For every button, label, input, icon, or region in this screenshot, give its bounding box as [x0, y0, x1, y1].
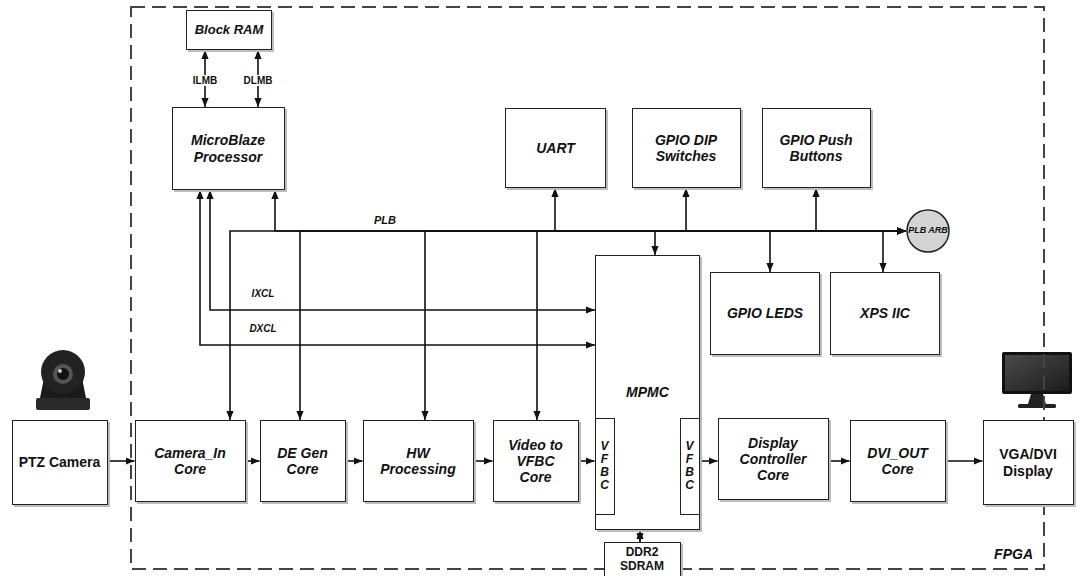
core-box: Display Controller Core	[718, 418, 829, 500]
box-label: PLB ARB	[908, 226, 948, 235]
edge-label-holder: IXCL	[250, 283, 277, 301]
box-label: HW Processing	[370, 445, 467, 477]
signal-arrow	[946, 460, 983, 462]
box-label: FPGA	[994, 546, 1033, 562]
core-box: DVI_OUT Core	[850, 420, 946, 502]
signal-arrow	[474, 460, 493, 462]
signal-arrow	[108, 460, 135, 462]
core-box: GPIO LEDS	[710, 272, 820, 355]
core-box: GPIO Push Buttons	[762, 108, 871, 188]
vfbc-port: VFBC	[595, 418, 615, 515]
core-box: XPS IIC	[830, 272, 940, 355]
camera-lens	[57, 368, 69, 380]
signal-arrow	[246, 460, 260, 462]
bus-connector	[275, 190, 906, 231]
edge-label-holder: DLMB	[242, 70, 275, 88]
bus-connector	[555, 188, 906, 231]
box-label: Camera_In Core	[142, 445, 239, 477]
bus-name-label: ILMB	[191, 75, 219, 86]
bus-connector	[770, 231, 906, 272]
bus-connector	[230, 231, 906, 420]
core-box: DDR2 SDRAM	[604, 542, 681, 576]
core-box: Camera_In Core	[135, 420, 246, 502]
core-box: HW Processing	[363, 420, 474, 502]
camera-base	[36, 398, 90, 410]
core-box: UART	[505, 108, 606, 188]
signal-arrow	[639, 530, 641, 542]
box-label: MicroBlaze Processor	[179, 132, 278, 164]
edge-label-holder: ILMB	[191, 70, 219, 88]
arbiter-shape	[907, 210, 949, 252]
box-label: VFBC	[599, 440, 611, 493]
bus-name-label: DLMB	[242, 75, 275, 86]
box-label: Video to VFBC Core	[500, 437, 572, 485]
core-box: PTZ Camera	[12, 420, 108, 505]
box-label: VFBC	[684, 440, 696, 493]
core-box: Video to VFBC Core	[493, 420, 579, 502]
box-label: DDR2 SDRAM	[611, 546, 674, 574]
lens-highlight	[58, 369, 62, 373]
monitor-screen	[1005, 355, 1069, 391]
box-label: Display Controller Core	[725, 435, 822, 483]
signal-arrow	[200, 190, 595, 345]
bus-connector	[655, 231, 906, 255]
core-box: GPIO DIP Switches	[632, 108, 741, 188]
vfbc-port: VFBC	[680, 418, 700, 515]
box-label: PTZ Camera	[19, 454, 101, 470]
box-label: GPIO DIP Switches	[639, 132, 734, 164]
monitor-icon	[1002, 352, 1072, 408]
label-holder: PLB	[372, 210, 398, 228]
core-box: MicroBlaze Processor	[172, 107, 285, 190]
box-label: MPMC	[626, 384, 669, 400]
arbiter-circle: PLB ARB	[906, 209, 950, 253]
bus-name-label: DXCL	[247, 323, 278, 334]
box-label: VGA/DVI Display	[990, 446, 1067, 478]
bus-connector	[816, 188, 906, 231]
box-label: GPIO LEDS	[727, 305, 803, 321]
bus-connector	[883, 231, 906, 272]
signal-arrow	[204, 50, 206, 107]
fpga-border	[131, 7, 1044, 569]
core-box: DE Gen Core	[260, 420, 346, 502]
signal-arrow	[829, 460, 850, 462]
box-label: UART	[536, 140, 575, 156]
camera-lens-ring	[53, 364, 73, 384]
camera-dome	[41, 350, 85, 394]
bus-connector	[686, 188, 906, 231]
signal-arrow	[700, 460, 718, 462]
box-label: DE Gen Core	[267, 445, 339, 477]
signal-arrow	[210, 190, 595, 310]
monitor-bezel	[1002, 352, 1072, 394]
bus-name-label: IXCL	[250, 288, 277, 299]
ptz-camera-icon	[36, 350, 90, 410]
core-box: VGA/DVI Display	[983, 420, 1074, 505]
fpga-boundary: Block RAM MicroBlaze Processor UART GPIO DI…	[130, 6, 1045, 570]
signal-arrow	[257, 50, 259, 107]
box-label: Block RAM	[195, 23, 264, 38]
monitor-foot	[1018, 404, 1056, 408]
box-label: XPS IIC	[860, 305, 910, 321]
box-label: GPIO Push Buttons	[769, 132, 864, 164]
core-box: VFBC VFBC MPMC	[595, 255, 700, 530]
signal-arrow	[579, 460, 595, 462]
box-label: DVI_OUT Core	[857, 445, 939, 477]
bus-name-label: PLB	[372, 214, 398, 226]
core-box: Block RAM	[186, 10, 272, 50]
signal-arrow	[346, 460, 363, 462]
edge-label-holder: DXCL	[247, 318, 278, 336]
